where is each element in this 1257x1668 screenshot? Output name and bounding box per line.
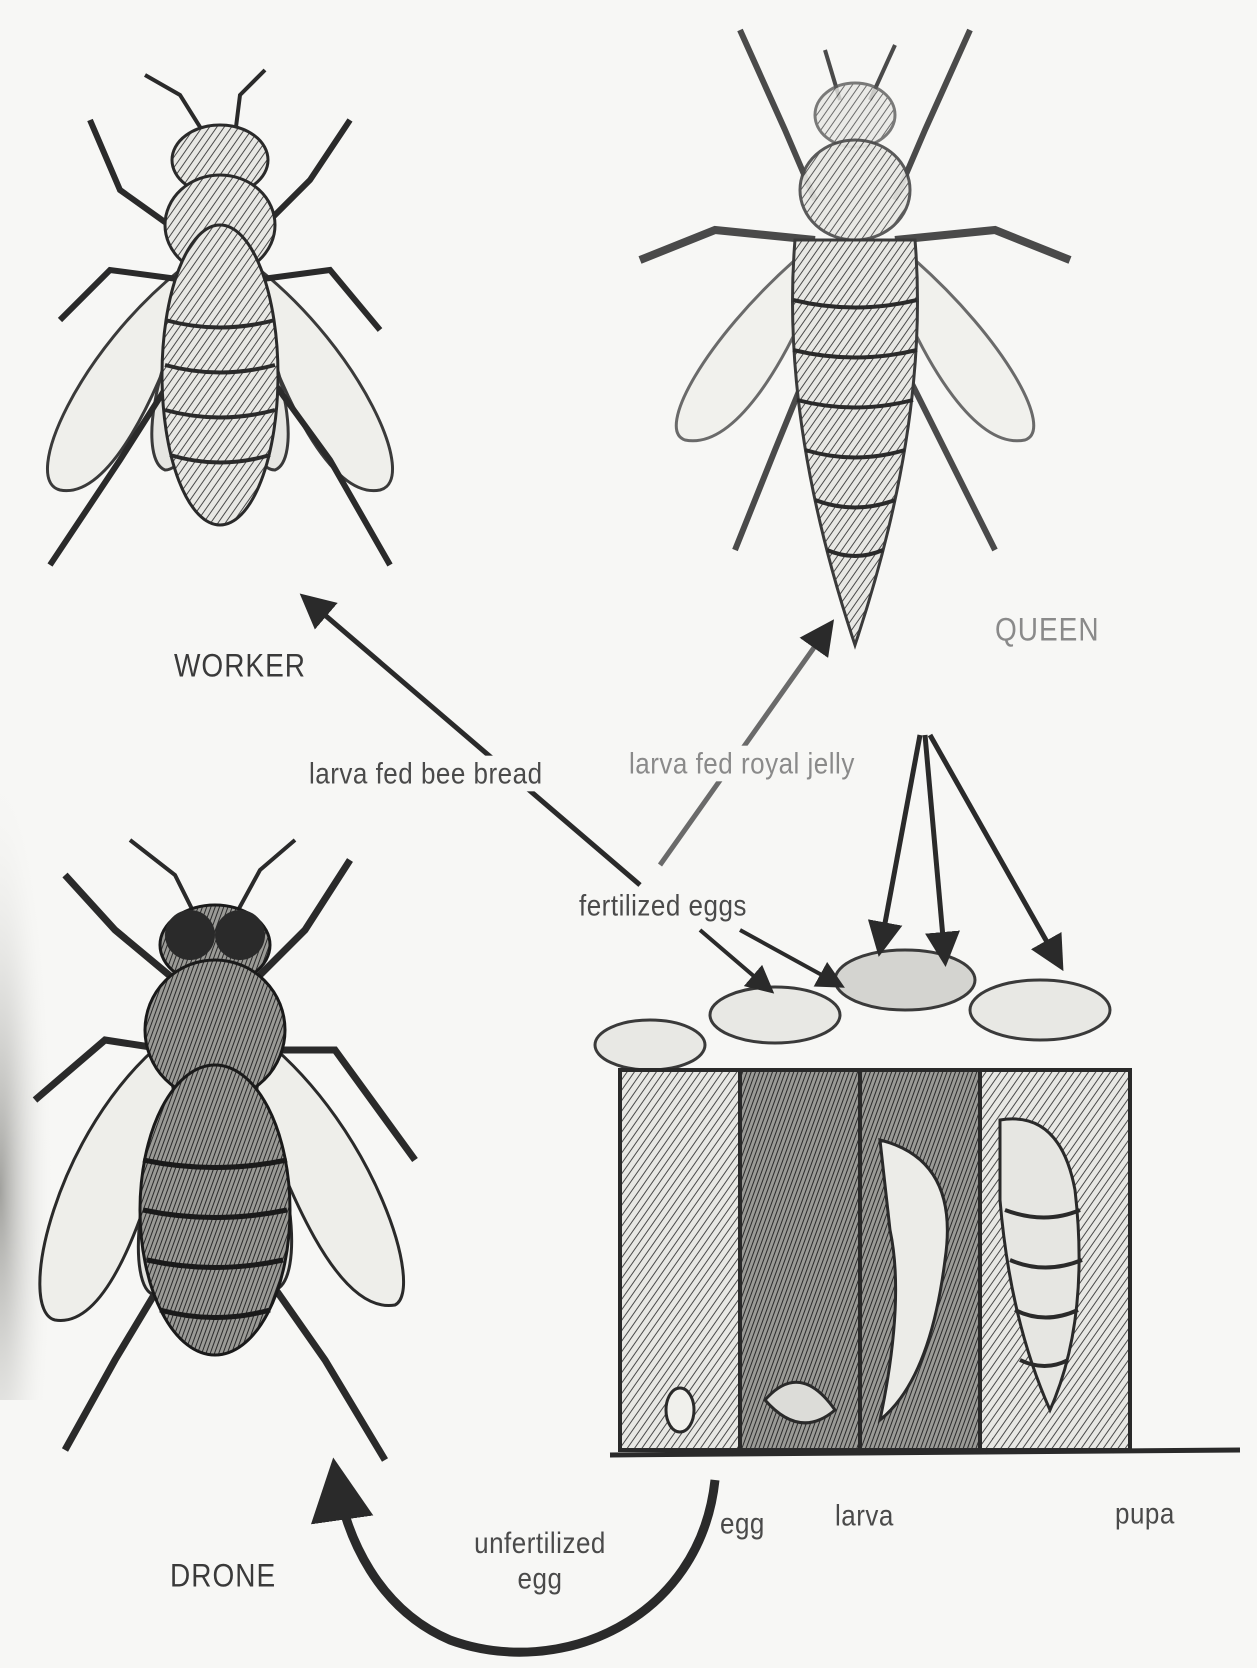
- pupa-stage-label: pupa: [1115, 1496, 1175, 1532]
- egg-stage-label: egg: [720, 1506, 765, 1542]
- arrow-queen-to-cell-3: [930, 735, 1060, 965]
- larva-fed-royal-jelly-label: larva fed royal jelly: [625, 746, 859, 782]
- honeycomb-cells-illustration: [595, 950, 1240, 1455]
- unfertilized-egg-label: unfertilized egg: [455, 1525, 625, 1596]
- larva-stage-label: larva: [835, 1498, 894, 1534]
- arrow-queen-to-cell-1: [880, 735, 920, 950]
- arrow-to-worker: [305, 598, 640, 885]
- unfertilized-egg-line2: egg: [455, 1561, 625, 1597]
- drone-bee-illustration: [35, 840, 415, 1460]
- worker-bee-illustration: [47, 70, 392, 565]
- worker-label: WORKER: [174, 648, 306, 685]
- queen-label: QUEEN: [995, 612, 1100, 649]
- larva-fed-bee-bread-label: larva fed bee bread: [305, 756, 547, 792]
- fertilized-eggs-label: fertilized eggs: [575, 888, 751, 924]
- queen-bee-illustration: [640, 30, 1070, 645]
- unfertilized-egg-line1: unfertilized: [455, 1525, 625, 1561]
- arrow-queen-to-cell-2: [925, 735, 945, 960]
- drone-label: DRONE: [170, 1558, 276, 1595]
- egg-shape: [666, 1388, 694, 1432]
